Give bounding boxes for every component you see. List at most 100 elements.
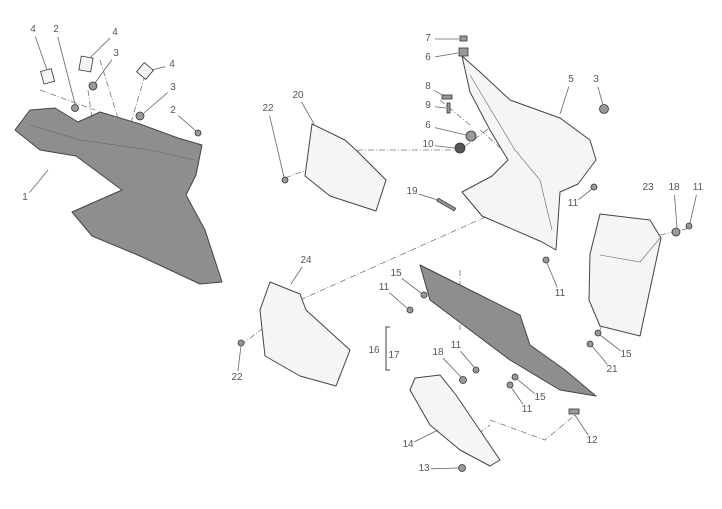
- part-17-lower-panel: [419, 264, 597, 397]
- washer-15-icon: [420, 291, 428, 299]
- leader-line: [434, 145, 456, 149]
- screw-11-icon: [506, 381, 514, 389]
- callout-label: 4: [112, 27, 118, 38]
- leader-line: [430, 467, 459, 470]
- screw-22-icon: [281, 176, 289, 184]
- callout-label: 5: [568, 74, 574, 85]
- leader-line: [94, 59, 113, 84]
- callout-label: 23: [642, 182, 654, 193]
- callout-label: 8: [425, 81, 431, 92]
- washer-15-icon: [594, 329, 602, 337]
- part-23-panel: [588, 213, 662, 337]
- grommet-3-icon: [135, 111, 145, 121]
- grommet-6-icon: [465, 130, 477, 142]
- callout-label: 3: [593, 74, 599, 85]
- leader-line: [433, 90, 445, 97]
- part-24-panel: [259, 281, 351, 387]
- leader-line: [689, 194, 697, 224]
- leader-line: [418, 193, 439, 201]
- callout-label: 13: [418, 463, 430, 474]
- callout-label: 16: [368, 345, 380, 356]
- screw-21-icon: [586, 340, 594, 348]
- screw-10-icon: [454, 142, 466, 154]
- leader-line: [434, 127, 467, 136]
- grommet-6-icon: [458, 47, 469, 57]
- callout-label: 9: [425, 100, 431, 111]
- callout-label: 12: [586, 435, 598, 446]
- callout-label: 3: [113, 48, 119, 59]
- leader-line: [237, 345, 242, 372]
- callout-label: 6: [425, 120, 431, 131]
- callout-label: 22: [231, 372, 243, 383]
- callout-label: 21: [606, 364, 618, 375]
- callout-label: 18: [432, 347, 444, 358]
- callout-label: 4: [30, 24, 36, 35]
- nut-2-icon: [71, 104, 79, 112]
- leader-line: [591, 345, 608, 365]
- leader-line: [143, 92, 168, 114]
- callout-label: 2: [170, 105, 176, 116]
- screw-11-icon: [472, 366, 480, 374]
- part-14-panel: [409, 374, 501, 467]
- callout-label: 22: [262, 103, 274, 114]
- part-5-bracket: [461, 55, 597, 251]
- callout-label: 7: [425, 33, 431, 44]
- washer-15-icon: [511, 373, 519, 381]
- group-bracket-16: [385, 326, 390, 371]
- nut-2-icon: [194, 129, 202, 137]
- plate-4-icon: [78, 55, 94, 73]
- callout-label: 11: [450, 340, 462, 351]
- pin-19-icon: [436, 197, 457, 212]
- leader-line: [151, 66, 166, 71]
- leader-line: [434, 106, 447, 109]
- leader-line: [29, 169, 49, 193]
- callout-label: 17: [388, 350, 400, 361]
- callout-label: 20: [292, 90, 304, 101]
- leader-line: [89, 37, 111, 59]
- leader-line: [269, 115, 285, 178]
- part-23-crease: [599, 237, 661, 263]
- part-1-fairing: [14, 107, 223, 285]
- leader-lines: [29, 36, 697, 470]
- leader-line: [599, 334, 621, 352]
- leader-line: [597, 86, 604, 106]
- leader-line: [510, 386, 524, 405]
- leader-line: [516, 378, 535, 394]
- grommet-3-icon: [599, 104, 609, 114]
- screw-22-icon: [237, 339, 245, 347]
- callout-label: 14: [402, 439, 414, 450]
- clip-12-icon: [568, 408, 580, 415]
- pin-9-icon: [446, 102, 451, 114]
- callout-label: 11: [378, 282, 390, 293]
- leader-line: [559, 86, 570, 115]
- clip-18-icon: [459, 376, 467, 384]
- grommet-3-icon: [88, 81, 98, 91]
- washer-8-icon: [441, 94, 453, 100]
- leader-line: [442, 357, 462, 378]
- leader-line: [57, 36, 76, 105]
- callout-label: 10: [422, 139, 434, 150]
- callout-label: 19: [406, 186, 418, 197]
- leader-line: [401, 277, 422, 294]
- callout-label: 6: [425, 52, 431, 63]
- part-1-crease: [29, 124, 196, 161]
- callout-label: 15: [390, 268, 402, 279]
- clip-18-icon: [671, 227, 681, 237]
- callout-label: 15: [534, 392, 546, 403]
- screw-11-icon: [406, 306, 414, 314]
- leader-line: [389, 292, 408, 309]
- leader-line: [178, 115, 197, 132]
- callout-label: 4: [169, 59, 175, 70]
- screw-13-icon: [458, 464, 466, 472]
- plate-4-icon: [40, 68, 56, 85]
- screw-11-icon: [685, 222, 693, 230]
- part-20-panel: [304, 123, 387, 212]
- screw-11-icon: [590, 183, 598, 191]
- callout-label: 1: [22, 192, 28, 203]
- leader-line: [290, 266, 303, 285]
- leader-line: [34, 36, 48, 71]
- leader-line: [414, 429, 439, 443]
- callout-label: 3: [170, 82, 176, 93]
- callout-label: 2: [53, 24, 59, 35]
